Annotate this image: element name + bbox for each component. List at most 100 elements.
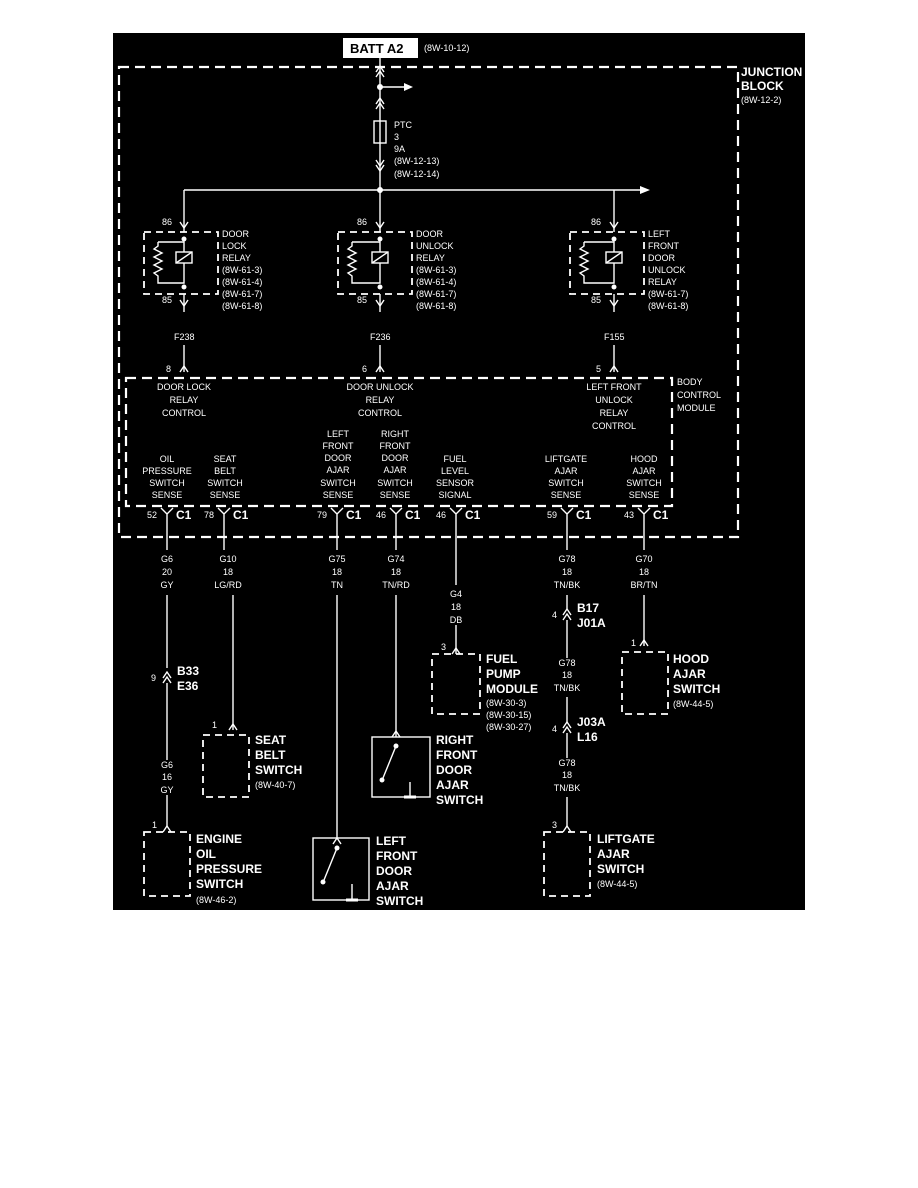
junction-block-ref: (8W-12-2) bbox=[741, 95, 781, 105]
relay-door-lock-ref-3: (8W-61-7) bbox=[222, 289, 262, 299]
left-front-name-3: DOOR bbox=[376, 864, 412, 878]
bcm-pin-6: 6 bbox=[362, 364, 367, 374]
seat-belt-name-2: BELT bbox=[255, 748, 286, 762]
seat-belt-pin: 1 bbox=[212, 720, 217, 730]
relay-lf-unlock-ref-2: (8W-61-8) bbox=[648, 301, 688, 311]
wire-g70-3: BR/TN bbox=[631, 580, 658, 590]
pin-59: 59 bbox=[547, 510, 557, 520]
sense-rf-3: DOOR bbox=[382, 453, 410, 463]
pin-52: 52 bbox=[147, 510, 157, 520]
engine-oil-ref: (8W-46-2) bbox=[196, 895, 236, 905]
sense-fuel-3: SENSOR bbox=[436, 478, 475, 488]
relay-lf-unlock-name-5: RELAY bbox=[648, 277, 677, 287]
sense-lf-3: DOOR bbox=[325, 453, 353, 463]
sense-lf-2: FRONT bbox=[323, 441, 354, 451]
fuel-pump-module-box bbox=[431, 653, 481, 715]
wire-g78-2: 18 bbox=[562, 567, 572, 577]
junction-block-title-2: BLOCK bbox=[741, 79, 784, 93]
relay-door-unlock-pin-85: 85 bbox=[357, 295, 367, 305]
seat-belt-switch-box bbox=[202, 734, 250, 798]
liftgate-name-3: SWITCH bbox=[597, 862, 644, 876]
bcm-control-lf-4: CONTROL bbox=[592, 421, 636, 431]
bcm-pin-8: 8 bbox=[166, 364, 171, 374]
relay-door-unlock bbox=[337, 216, 413, 373]
left-front-name-1: LEFT bbox=[376, 834, 407, 848]
conn-c1-rf: C1 bbox=[405, 508, 421, 522]
sense-hood-2: AJAR bbox=[632, 466, 656, 476]
wire-g78-b-1: G78 bbox=[558, 658, 575, 668]
bcm-border bbox=[124, 376, 674, 508]
wire-g78-c-1: G78 bbox=[558, 758, 575, 768]
circuit-f236: F236 bbox=[370, 332, 391, 342]
fuel-pump-ref-1: (8W-30-3) bbox=[486, 698, 526, 708]
left-front-name-2: FRONT bbox=[376, 849, 418, 863]
engine-oil-name-1: ENGINE bbox=[196, 832, 242, 846]
right-front-door-ajar-switch bbox=[371, 736, 431, 799]
right-front-name-3: DOOR bbox=[436, 763, 472, 777]
sense-oil-1: OIL bbox=[160, 454, 175, 464]
wire-g75-2: 18 bbox=[332, 567, 342, 577]
sense-fuel-1: FUEL bbox=[443, 454, 466, 464]
batt-label-box bbox=[343, 38, 418, 58]
wire-g74-3: TN/RD bbox=[382, 580, 410, 590]
pin-43: 43 bbox=[624, 510, 634, 520]
wire-g10-2: 18 bbox=[223, 567, 233, 577]
relay-door-lock-name-3: RELAY bbox=[222, 253, 251, 263]
sense-seat-3: SWITCH bbox=[207, 478, 243, 488]
fuel-pump-ref-2: (8W-30-15) bbox=[486, 710, 531, 720]
wire-g6-1: G6 bbox=[161, 554, 173, 564]
relay-door-unlock-name-3: RELAY bbox=[416, 253, 445, 263]
relay-door-unlock-ref-4: (8W-61-8) bbox=[416, 301, 456, 311]
inline-j03a-l1: J03A bbox=[577, 715, 606, 729]
pin-78: 78 bbox=[204, 510, 214, 520]
circuit-f155: F155 bbox=[604, 332, 625, 342]
relay-door-lock-ref-4: (8W-61-8) bbox=[222, 301, 262, 311]
right-front-name-2: FRONT bbox=[436, 748, 478, 762]
wire-g78-c-3: TN/BK bbox=[554, 783, 581, 793]
inline-b33-l2: E36 bbox=[177, 679, 199, 693]
sense-hood-1: HOOD bbox=[631, 454, 659, 464]
bcm-control-lf-1: LEFT FRONT bbox=[586, 382, 642, 392]
seat-belt-name-3: SWITCH bbox=[255, 763, 302, 777]
relay-door-unlock-name-1: DOOR bbox=[416, 229, 444, 239]
hood-ajar-switch-box bbox=[621, 651, 669, 715]
relay-lf-unlock-pin-85: 85 bbox=[591, 295, 601, 305]
ptc-label-2: 3 bbox=[394, 132, 399, 142]
wire-g75-3: TN bbox=[331, 580, 343, 590]
wire-g6-b-1: G6 bbox=[161, 760, 173, 770]
engine-oil-name-4: SWITCH bbox=[196, 877, 243, 891]
relay-door-unlock-ref-3: (8W-61-7) bbox=[416, 289, 456, 299]
hood-name-1: HOOD bbox=[673, 652, 709, 666]
relay-lf-unlock-name-1: LEFT bbox=[648, 229, 671, 239]
liftgate-ajar-switch-box bbox=[543, 831, 591, 897]
sense-oil-4: SENSE bbox=[152, 490, 183, 500]
conn-c1-liftgate: C1 bbox=[576, 508, 592, 522]
engine-oil-pin: 1 bbox=[152, 820, 157, 830]
right-front-name-5: SWITCH bbox=[436, 793, 483, 807]
bcm-name-3: MODULE bbox=[677, 403, 716, 413]
fuel-pump-ref-3: (8W-30-27) bbox=[486, 722, 531, 732]
fuel-pump-pin: 3 bbox=[441, 642, 446, 652]
sense-rf-5: SWITCH bbox=[377, 478, 413, 488]
seat-belt-name-1: SEAT bbox=[255, 733, 287, 747]
diagram-panel bbox=[113, 33, 805, 910]
batt-ref: (8W-10-12) bbox=[424, 43, 469, 53]
bcm-control-lock-3: CONTROL bbox=[162, 408, 206, 418]
bcm-control-lf-2: UNLOCK bbox=[595, 395, 633, 405]
wire-g78-1: G78 bbox=[558, 554, 575, 564]
sense-seat-4: SENSE bbox=[210, 490, 241, 500]
sense-liftgate-4: SENSE bbox=[551, 490, 582, 500]
sense-rf-6: SENSE bbox=[380, 490, 411, 500]
wires-out bbox=[162, 528, 649, 845]
bcm-control-lock-1: DOOR LOCK bbox=[157, 382, 211, 392]
pin-46-rf: 46 bbox=[376, 510, 386, 520]
wire-g6-b-3: GY bbox=[160, 785, 173, 795]
sense-seat-2: BELT bbox=[214, 466, 236, 476]
battery-feed bbox=[183, 58, 650, 216]
wire-g6-3: GY bbox=[160, 580, 173, 590]
inline-b33-pin: 9 bbox=[151, 673, 156, 683]
relay-door-lock-name-2: LOCK bbox=[222, 241, 247, 251]
junction-block-title-1: JUNCTION bbox=[741, 65, 802, 79]
left-front-name-5: SWITCH bbox=[376, 894, 423, 908]
relay-door-lock-pin-86: 86 bbox=[162, 217, 172, 227]
